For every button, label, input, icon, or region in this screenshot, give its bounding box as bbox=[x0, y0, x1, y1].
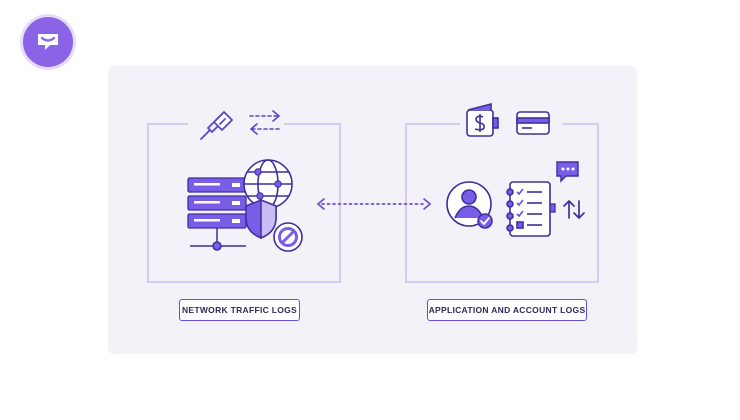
credit-card-icon bbox=[516, 111, 550, 135]
ethernet-plug-icon bbox=[200, 111, 233, 140]
bidirectional-connector-arrow bbox=[316, 198, 432, 210]
application-account-logs-label: APPLICATION AND ACCOUNT LOGS bbox=[427, 299, 587, 321]
right-group-frame bbox=[405, 123, 599, 283]
block-icon bbox=[273, 222, 303, 252]
server-details bbox=[194, 183, 240, 223]
network-node-icon bbox=[190, 228, 246, 251]
chat-bubble-logo-icon bbox=[38, 34, 58, 50]
left-group-frame bbox=[147, 123, 341, 283]
wallet-icon bbox=[466, 102, 499, 137]
chat-bubble-icon bbox=[556, 161, 579, 183]
transfer-arrows-icon bbox=[249, 110, 281, 135]
sort-arrows-icon bbox=[563, 200, 585, 219]
checklist-notebook-icon bbox=[506, 181, 551, 237]
network-traffic-logs-label: NETWORK TRAFFIC LOGS bbox=[179, 299, 300, 321]
diagram-canvas bbox=[147, 102, 599, 283]
user-profile-icon bbox=[446, 181, 492, 227]
globe-icon bbox=[243, 159, 293, 209]
check-badge-icon bbox=[477, 213, 493, 229]
shield-icon bbox=[245, 198, 277, 240]
globe-nodes bbox=[254, 168, 282, 200]
brand-logo[interactable] bbox=[23, 17, 73, 67]
notebook-tab bbox=[549, 203, 556, 213]
diagram-panel: NETWORK TRAFFIC LOGS APPLICATION AND ACC… bbox=[108, 66, 637, 354]
